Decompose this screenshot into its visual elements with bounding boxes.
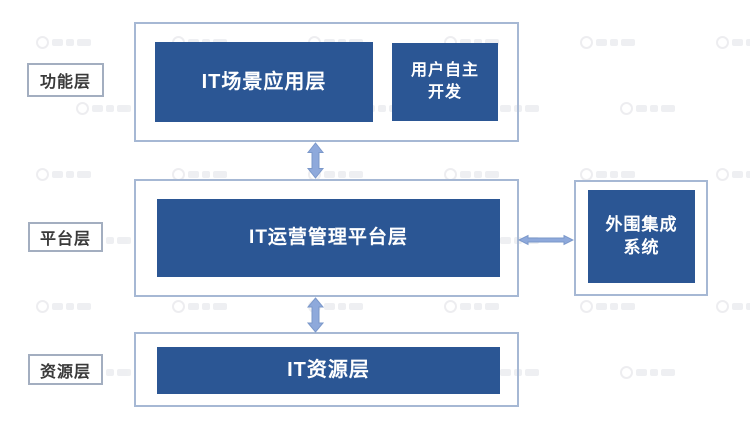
watermark [76, 102, 131, 115]
watermark [580, 300, 635, 313]
watermark [620, 366, 675, 379]
watermark [716, 36, 750, 49]
watermark-logo-icon [580, 36, 593, 49]
watermark [620, 102, 675, 115]
watermark-logo-icon [716, 36, 729, 49]
watermark [36, 36, 91, 49]
double-arrow-vertical-icon [306, 142, 325, 179]
it-ops-management-platform-box: IT运营管理平台层 [157, 199, 500, 277]
watermark [444, 300, 499, 313]
watermark-logo-icon [580, 300, 593, 313]
watermark [36, 300, 91, 313]
layer-label-platform: 平台层 [28, 222, 103, 252]
watermark-logo-icon [36, 168, 49, 181]
double-arrow-vertical-icon [306, 297, 325, 333]
platform-layer-container [134, 179, 519, 297]
watermark-logo-icon [620, 102, 633, 115]
layer-label-resource: 资源层 [28, 354, 103, 385]
layer-label-function: 功能层 [27, 63, 104, 97]
watermark [172, 300, 227, 313]
watermark-logo-icon [36, 36, 49, 49]
watermark-logo-icon [620, 366, 633, 379]
watermark [36, 168, 91, 181]
watermark [716, 168, 750, 181]
watermark [716, 300, 750, 313]
watermark-logo-icon [76, 102, 89, 115]
watermark-logo-icon [444, 300, 457, 313]
watermark-logo-icon [716, 300, 729, 313]
watermark-logo-icon [172, 300, 185, 313]
it-resource-layer-box: IT资源层 [157, 347, 500, 394]
watermark-logo-icon [716, 168, 729, 181]
resource-layer-container [134, 332, 519, 407]
function-layer-container [134, 22, 519, 142]
peripheral-systems-container [574, 180, 708, 296]
user-self-development-box: 用户自主 开发 [392, 43, 498, 121]
peripheral-integration-systems-box: 外围集成 系统 [588, 190, 695, 283]
watermark-logo-icon [36, 300, 49, 313]
it-scene-application-box: IT场景应用层 [155, 42, 373, 122]
watermark [580, 36, 635, 49]
double-arrow-horizontal-icon [518, 234, 574, 246]
